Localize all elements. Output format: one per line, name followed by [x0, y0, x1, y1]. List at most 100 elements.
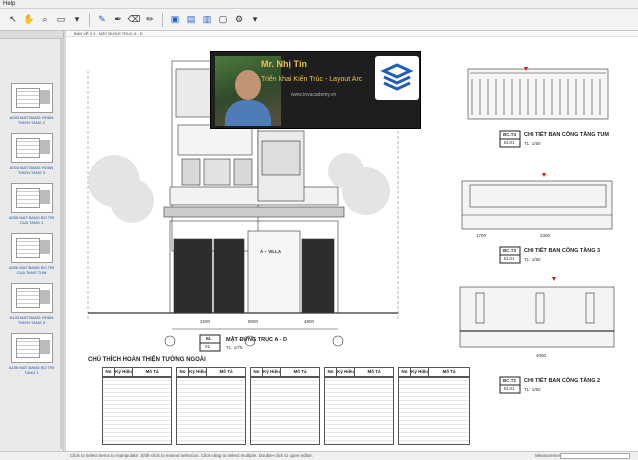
detail-code: BC.T4 [503, 132, 517, 137]
header-cell: Mô Tả [354, 367, 394, 377]
menu-help[interactable]: Help [3, 1, 16, 7]
zoom-icon[interactable]: ⌕ [42, 14, 48, 24]
menu-bar: Help [0, 0, 638, 9]
thumbnail-label: A103 MAT BANG HOAN THIEN TANG 3 [9, 315, 54, 325]
header-cell: No [176, 367, 188, 377]
thumbnail-label: A003 MAT BANG HOAN THIEN TANG 2 [9, 115, 54, 125]
detail-num: EL01 [504, 386, 515, 391]
elevation-num: 01 [205, 344, 211, 349]
table-body [176, 377, 246, 445]
thumbnail-item[interactable]: A105 MAT BANG BO TRI TANG 1 [9, 333, 55, 375]
dropdown-icon[interactable]: ▾ [252, 14, 258, 24]
table-body [398, 377, 470, 445]
header-cell: Ký Hiệu [336, 367, 354, 377]
bookmark-alt-icon[interactable]: ▥ [202, 14, 212, 24]
thumbnail-label: A004 MAT BANG HOAN THIEN TANG 3 [9, 165, 54, 175]
header-cell: Ký Hiệu [410, 367, 428, 377]
dimension-label: 1700 [476, 233, 487, 238]
page-thumbnail-sidebar: A003 MAT BANG HOAN THIEN TANG 2 A004 MAT… [0, 31, 64, 451]
thumbnail-image [10, 283, 53, 313]
pen-icon[interactable]: ✒ [114, 14, 122, 24]
detail-code: BC.T3 [503, 248, 517, 253]
detail-scale: TL: 1/50 [524, 141, 541, 146]
table-header: No Ký Hiệu Mô Tả [176, 367, 246, 377]
tree-decoration [88, 153, 390, 223]
thumbnail-item[interactable]: A006 MAT BANG BO TRI CUA TANG TUM [9, 233, 55, 275]
presenter-overlay: Mr. Nhị Tín Triển khai Kiến Trúc - Layou… [210, 51, 421, 129]
elevation-drawing [87, 60, 399, 347]
folder-icon[interactable]: ▢ [218, 14, 228, 24]
select-icon[interactable]: ↖ [9, 14, 17, 24]
highlight-icon[interactable]: ✎ [98, 14, 106, 24]
drawing-svg [87, 60, 615, 394]
header-cell: No [324, 367, 336, 377]
measurements-label: Measurements [535, 453, 565, 458]
status-bar: Click to select items to manipulate. Shi… [0, 451, 638, 460]
presenter-name: Mr. Nhị Tín [261, 59, 307, 69]
detail-title: CHI TIẾT BAN CÔNG TẦNG 3 [524, 248, 601, 254]
thumbnail-label: A006 MAT BANG BO TRI CUA TANG TUM [8, 265, 55, 275]
detail-tags [199, 130, 521, 394]
dimension-label: 2300 [540, 233, 551, 238]
page-icon[interactable]: ▭ [56, 14, 66, 24]
detail-num: EL01 [504, 256, 515, 261]
thumbnail-item[interactable]: A005 MAT BANG BO TRI CUA TANG 1 [9, 183, 55, 225]
elevation-title: MẶT ĐỨNG TRỤC A - D [226, 337, 287, 343]
dimension-label: 4000 [536, 353, 547, 358]
thumbnail-image [10, 83, 53, 113]
header-cell: Mô Tả [206, 367, 246, 377]
dimension-label: 8000 [248, 319, 259, 324]
shirt-shape [225, 100, 271, 126]
header-cell: Ký Hiệu [188, 367, 206, 377]
presenter-photo [215, 56, 281, 126]
thumbnail-list: A003 MAT BANG HOAN THIEN TANG 2 A004 MAT… [3, 41, 60, 381]
header-cell: No [250, 367, 262, 377]
header-cell: No [398, 367, 410, 377]
table-header: No Ký Hiệu Mô Tả [102, 367, 172, 377]
elevation-code: EL [206, 336, 212, 341]
elevation-scale: TL: 1/75 [226, 345, 243, 350]
header-cell: Ký Hiệu [114, 367, 132, 377]
pencil-icon[interactable]: ✏ [146, 14, 154, 24]
dimension-label: 3200 [200, 319, 211, 324]
table-body [250, 377, 320, 445]
dimension-label: 4800 [304, 319, 315, 324]
detail-scale: TL: 1/50 [524, 387, 541, 392]
finish-table-title: CHÚ THÍCH HOÀN THIỆN TƯỜNG NGOÀI [88, 357, 206, 363]
table-header: No Ký Hiệu Mô Tả [324, 367, 394, 377]
toolbar-divider [162, 12, 163, 27]
eraser-icon[interactable]: ⌫ [127, 14, 141, 24]
table-body [102, 377, 172, 445]
level-markers [524, 67, 556, 281]
thumbnail-item[interactable]: A004 MAT BANG HOAN THIEN TANG 3 [9, 133, 55, 175]
detail-scale: TL: 1/50 [524, 257, 541, 262]
detail-code: BC.T2 [503, 378, 517, 383]
face-shape [235, 70, 261, 100]
academy-logo-icon [375, 56, 419, 100]
thumbnail-item[interactable]: A003 MAT BANG HOAN THIEN TANG 2 [9, 83, 55, 125]
sidebar-scrollbar[interactable] [60, 39, 64, 449]
dropdown-icon[interactable]: ▾ [74, 14, 80, 24]
header-cell: Mô Tả [280, 367, 320, 377]
presenter-role: Triển khai Kiến Trúc - Layout Arc [261, 76, 363, 83]
detail-drawings [459, 68, 615, 348]
thumbnail-image [10, 233, 53, 263]
detail-title: CHI TIẾT BAN CÔNG TẦNG TUM [524, 132, 609, 138]
header-cell: Mô Tả [428, 367, 470, 377]
table-body [324, 377, 394, 445]
thumbnail-label: A005 MAT BANG BO TRI CUA TANG 1 [8, 215, 55, 225]
header-cell: Mô Tả [132, 367, 172, 377]
settings-icon[interactable]: ⚙ [234, 14, 244, 24]
toolbar-divider [89, 12, 90, 27]
measurements-input[interactable] [560, 453, 630, 459]
sidebar-header [0, 31, 63, 39]
villa-label: A – VILLA [260, 249, 282, 254]
sheet-tab-title: BẢN VẼ 2.3 - MẶT ĐỨNG TRỤC A - D [66, 31, 638, 37]
bookmark-icon[interactable]: ▤ [186, 14, 196, 24]
thumbnail-item[interactable]: A103 MAT BANG HOAN THIEN TANG 3 [9, 283, 55, 325]
table-header: No Ký Hiệu Mô Tả [250, 367, 320, 377]
pan-icon[interactable]: ✋ [23, 14, 35, 24]
snapshot-icon[interactable]: ▣ [170, 14, 180, 24]
presenter-website: www.tnvacademy.vn [291, 92, 337, 98]
header-cell: Ký Hiệu [262, 367, 280, 377]
